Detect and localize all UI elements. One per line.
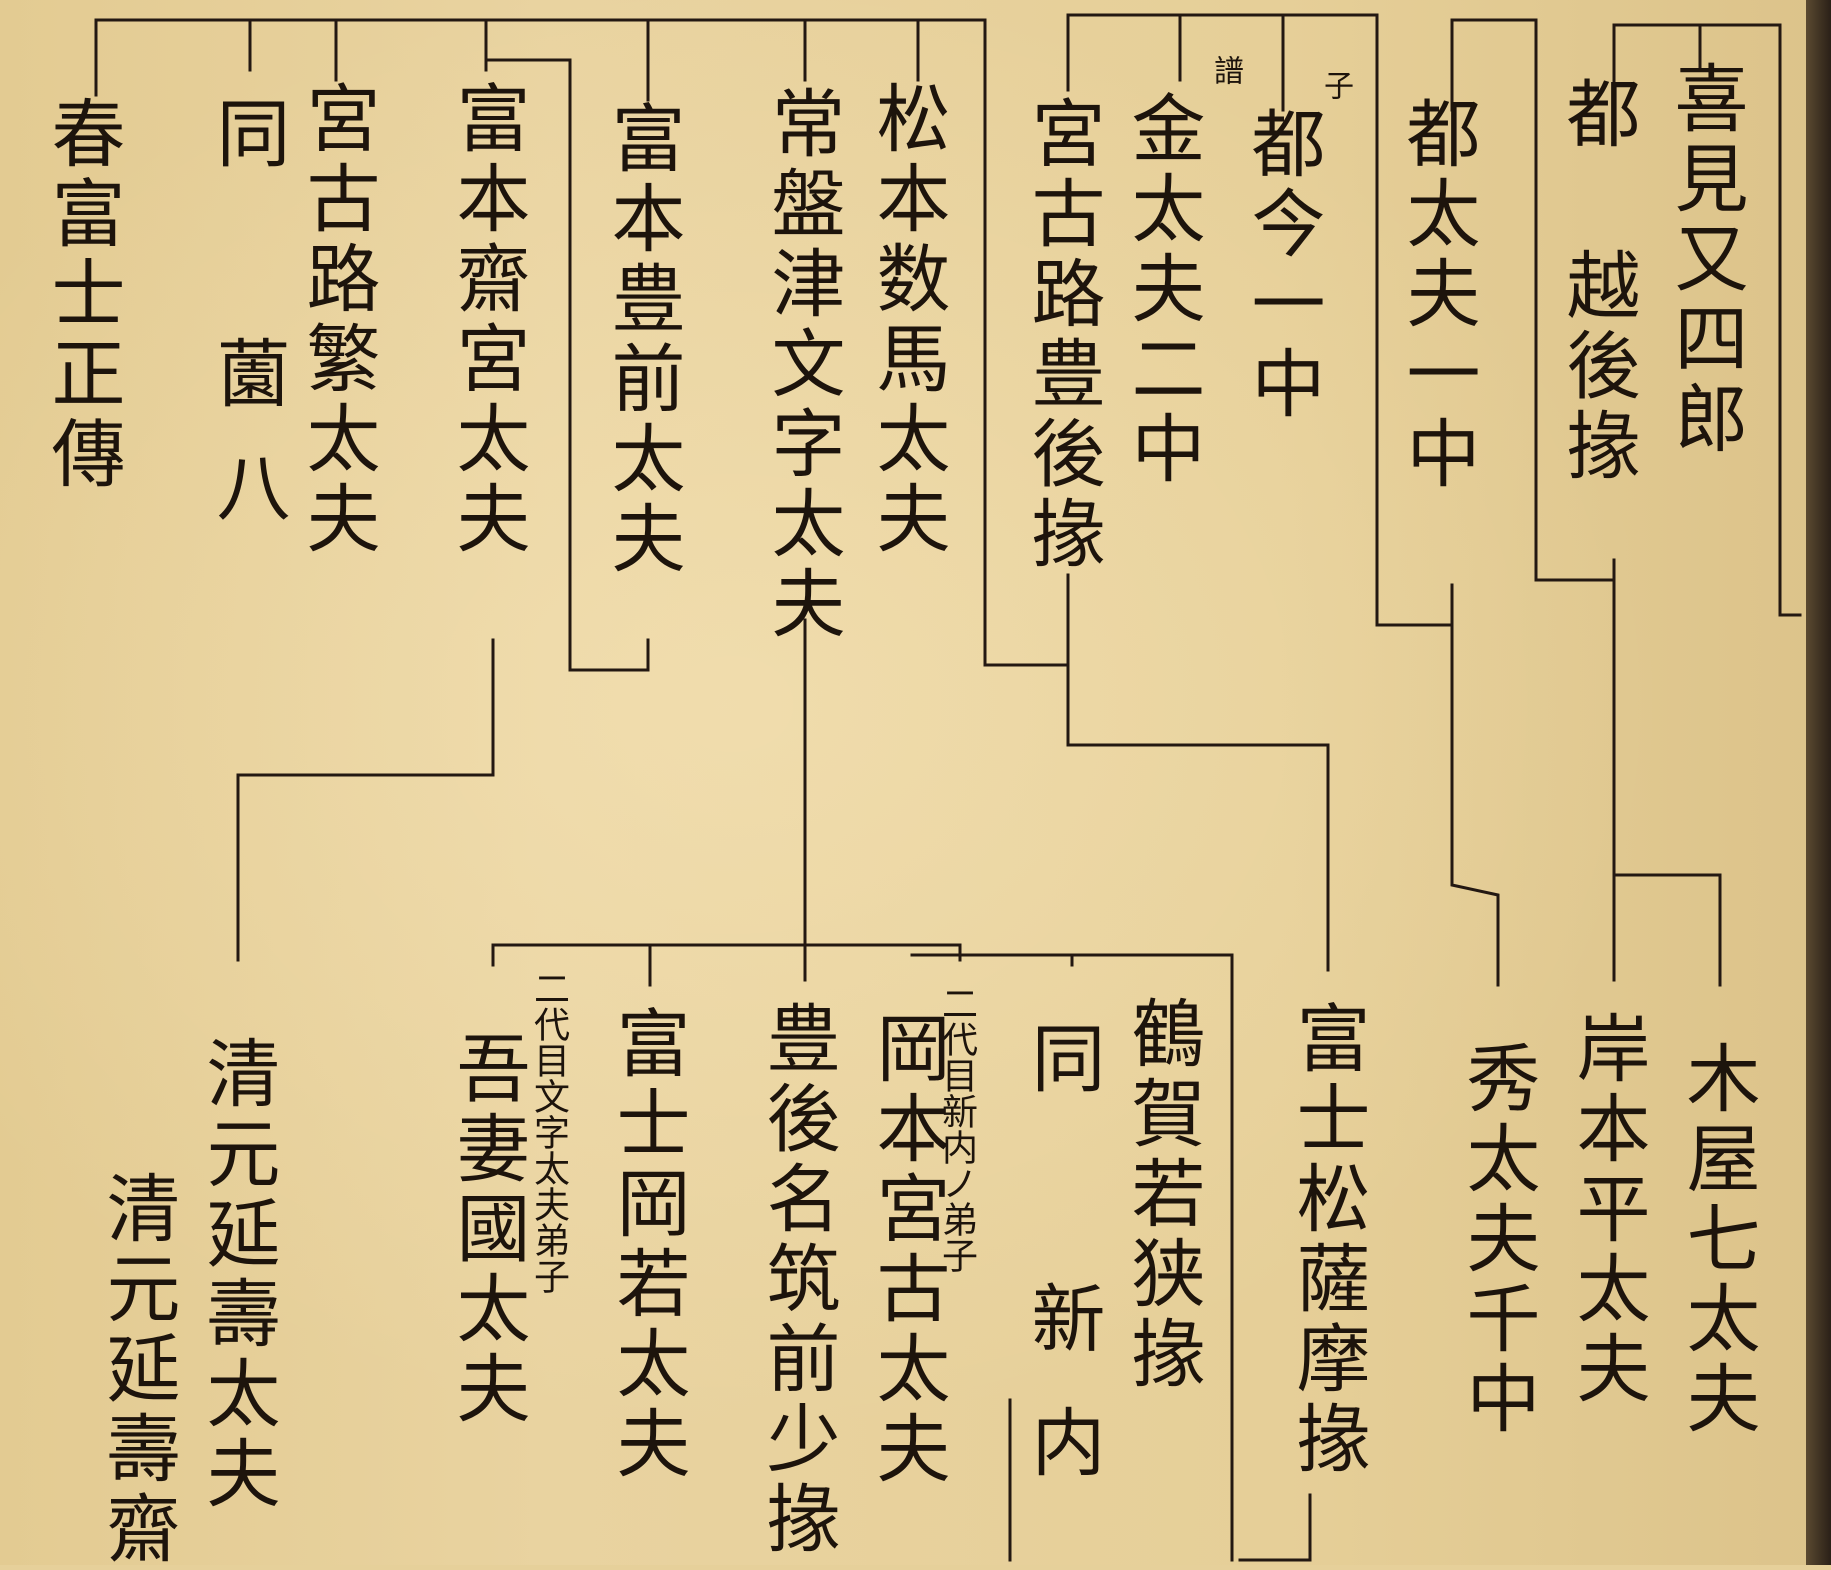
lineage-line xyxy=(1450,623,1500,987)
lineage-line xyxy=(1375,583,1454,627)
upper-note-u5: 譜 xyxy=(1208,55,1243,87)
upper-name-10: 富本齋宮太夫 xyxy=(444,80,530,560)
lineage-line xyxy=(1534,558,1616,582)
upper-name-13: 春富士正傳 xyxy=(39,95,125,495)
lineage-line xyxy=(1066,663,1330,972)
lower-name-4: 富士松薩摩掾 xyxy=(1284,1000,1370,1480)
upper-name-5: 金太夫二中 xyxy=(1119,90,1205,490)
upper-note-u4: 子 xyxy=(1318,70,1353,102)
lower-name-7: 岡本宮古太夫 xyxy=(864,1010,950,1490)
lineage-line xyxy=(1070,953,1234,1562)
lineage-line xyxy=(491,943,962,967)
lower-name-6: 同 新内 xyxy=(1019,1020,1105,1528)
lineage-line xyxy=(1612,873,1722,987)
lineage-line xyxy=(484,58,650,672)
upper-name-9: 富本豊前太夫 xyxy=(599,100,685,580)
upper-name-11: 宮古路繁太夫 xyxy=(294,80,380,560)
lower-name-5: 鶴賀若狭掾 xyxy=(1119,995,1205,1395)
lineage-line xyxy=(236,638,495,962)
lineage-line xyxy=(1238,1493,1312,1562)
lower-name-2: 岸本平太夫 xyxy=(1564,1010,1650,1410)
upper-name-12: 同 薗八 xyxy=(204,95,290,563)
lineage-line xyxy=(983,573,1070,667)
upper-name-6: 宮古路豊後掾 xyxy=(1019,95,1105,575)
upper-name-7: 松本数馬太夫 xyxy=(864,80,950,560)
lower-name-11: 清元延壽太夫 xyxy=(194,1035,280,1515)
lineage-line xyxy=(910,953,1074,967)
lower-note-l7: 二代目新内ノ弟子 xyxy=(936,985,977,1273)
upper-name-3: 都太夫一中 xyxy=(1394,95,1480,495)
upper-name-2: 都 越後掾 xyxy=(1554,75,1640,487)
lower-name-10: 吾妻國太夫 xyxy=(444,1030,530,1430)
lower-name-8: 豊後名筑前少掾 xyxy=(754,1000,840,1560)
upper-name-1: 喜見又四郎 xyxy=(1662,60,1748,460)
page-edge-shadow xyxy=(1806,0,1831,1565)
lower-name-9: 富士岡若太夫 xyxy=(604,1005,690,1485)
lower-note-l10: 二代目文字太夫弟子 xyxy=(528,970,569,1294)
upper-name-8: 常盤津文字太夫 xyxy=(759,85,845,645)
lower-name-1: 木屋七太夫 xyxy=(1674,1040,1760,1440)
lower-name-12: 清元延壽齋 xyxy=(94,1170,180,1570)
upper-name-4: 都今一中 xyxy=(1239,105,1325,425)
lower-name-3: 秀太夫千中 xyxy=(1454,1040,1540,1440)
